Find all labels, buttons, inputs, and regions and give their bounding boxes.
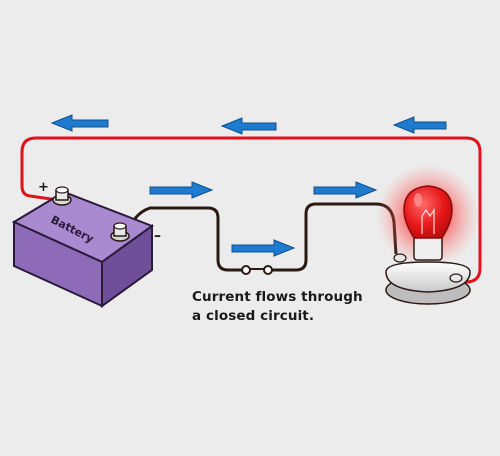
arrow-left-icon <box>392 116 447 134</box>
positive-symbol: + <box>38 180 49 195</box>
caption: Current flows through a closed circuit. <box>192 288 363 326</box>
negative-terminal <box>110 222 130 242</box>
bottom-wire <box>126 206 244 272</box>
top-wire <box>20 136 482 284</box>
positive-terminal <box>52 186 72 206</box>
arrow-right-icon <box>149 181 214 199</box>
switch-icon <box>241 265 273 275</box>
caption-line-1: Current flows through <box>192 289 363 305</box>
arrow-right-icon <box>231 239 296 257</box>
arrow-right-icon <box>313 181 378 199</box>
caption-line-2: a closed circuit. <box>192 308 315 324</box>
light-bulb-icon <box>376 164 480 305</box>
negative-symbol: – <box>154 228 161 244</box>
battery-icon: Battery + – <box>11 180 161 308</box>
arrow-left-icon <box>220 117 277 135</box>
arrow-left-icon <box>50 114 109 132</box>
